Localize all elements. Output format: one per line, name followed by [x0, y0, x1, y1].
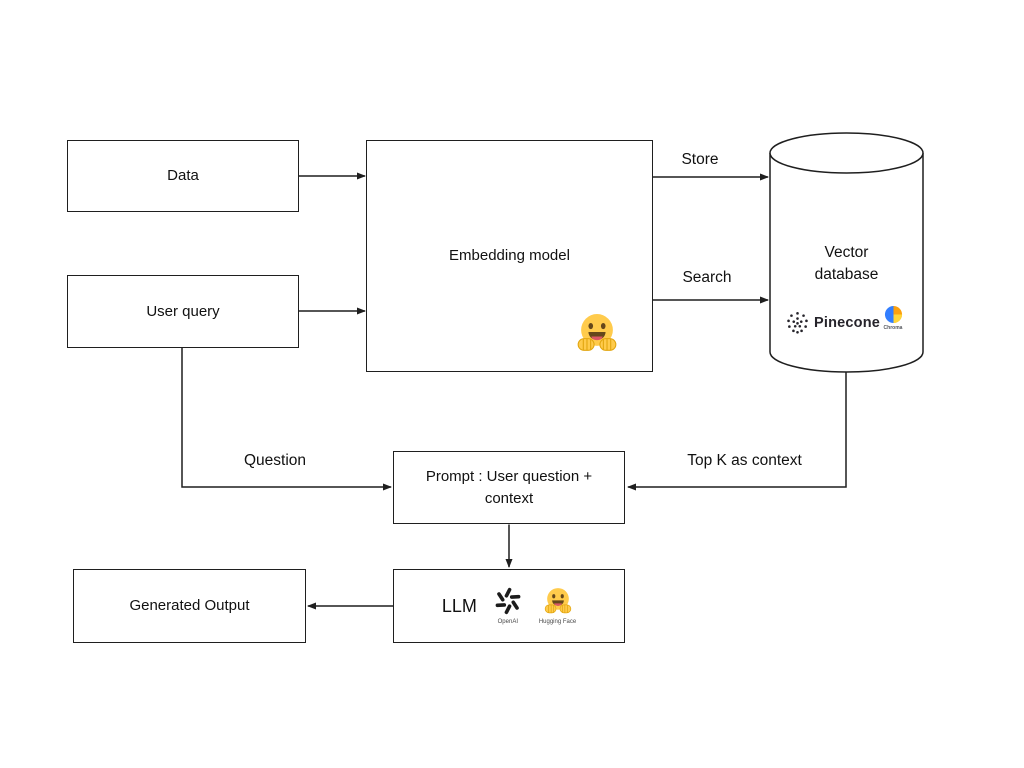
generated-output-label: Generated Output: [129, 597, 250, 615]
top-k-edge-label: Top K as context: [687, 452, 802, 469]
hugging-face-emoji-icon: [544, 587, 571, 613]
hugging-face-emoji-icon: [575, 311, 619, 360]
openai-knot-icon: [495, 587, 521, 614]
huggingface-caption: Hugging Face: [538, 618, 577, 625]
pinecone-logo: Pinecone: [785, 310, 880, 335]
embedding-model-label: Embedding model: [449, 247, 570, 265]
prompt-box-label: Prompt : User question + context: [425, 467, 593, 507]
vector-database-label: Vector database: [814, 244, 879, 283]
search-edge-label: Search: [682, 269, 732, 286]
chroma-wordmark: Chroma: [883, 325, 903, 331]
chroma-logo: Chroma: [880, 305, 906, 331]
question-edge-label: Question: [243, 452, 307, 469]
prompt-box: Prompt : User question + context: [393, 451, 625, 524]
vector-database-cylinder: [769, 132, 924, 373]
user-query-box-label: User query: [146, 302, 220, 320]
openai-caption: OpenAI: [497, 618, 518, 625]
data-box-label: Data: [167, 167, 199, 185]
chroma-circle-icon: [884, 305, 902, 324]
data-box: Data: [67, 140, 299, 212]
user-query-box: User query: [67, 275, 299, 348]
pinecone-wordmark: Pinecone: [814, 314, 881, 331]
huggingface-logo: Hugging Face: [539, 586, 576, 627]
edge-question: [181, 348, 392, 491]
llm-box: LLM OpenAI: [393, 569, 625, 643]
generated-output-box: Generated Output: [73, 569, 306, 643]
store-edge-label: Store: [681, 151, 719, 168]
edge-top-k: [627, 372, 847, 491]
pinecone-dots-icon: [787, 312, 808, 334]
llm-box-label: LLM: [441, 595, 477, 616]
openai-logo: OpenAI: [493, 586, 523, 627]
